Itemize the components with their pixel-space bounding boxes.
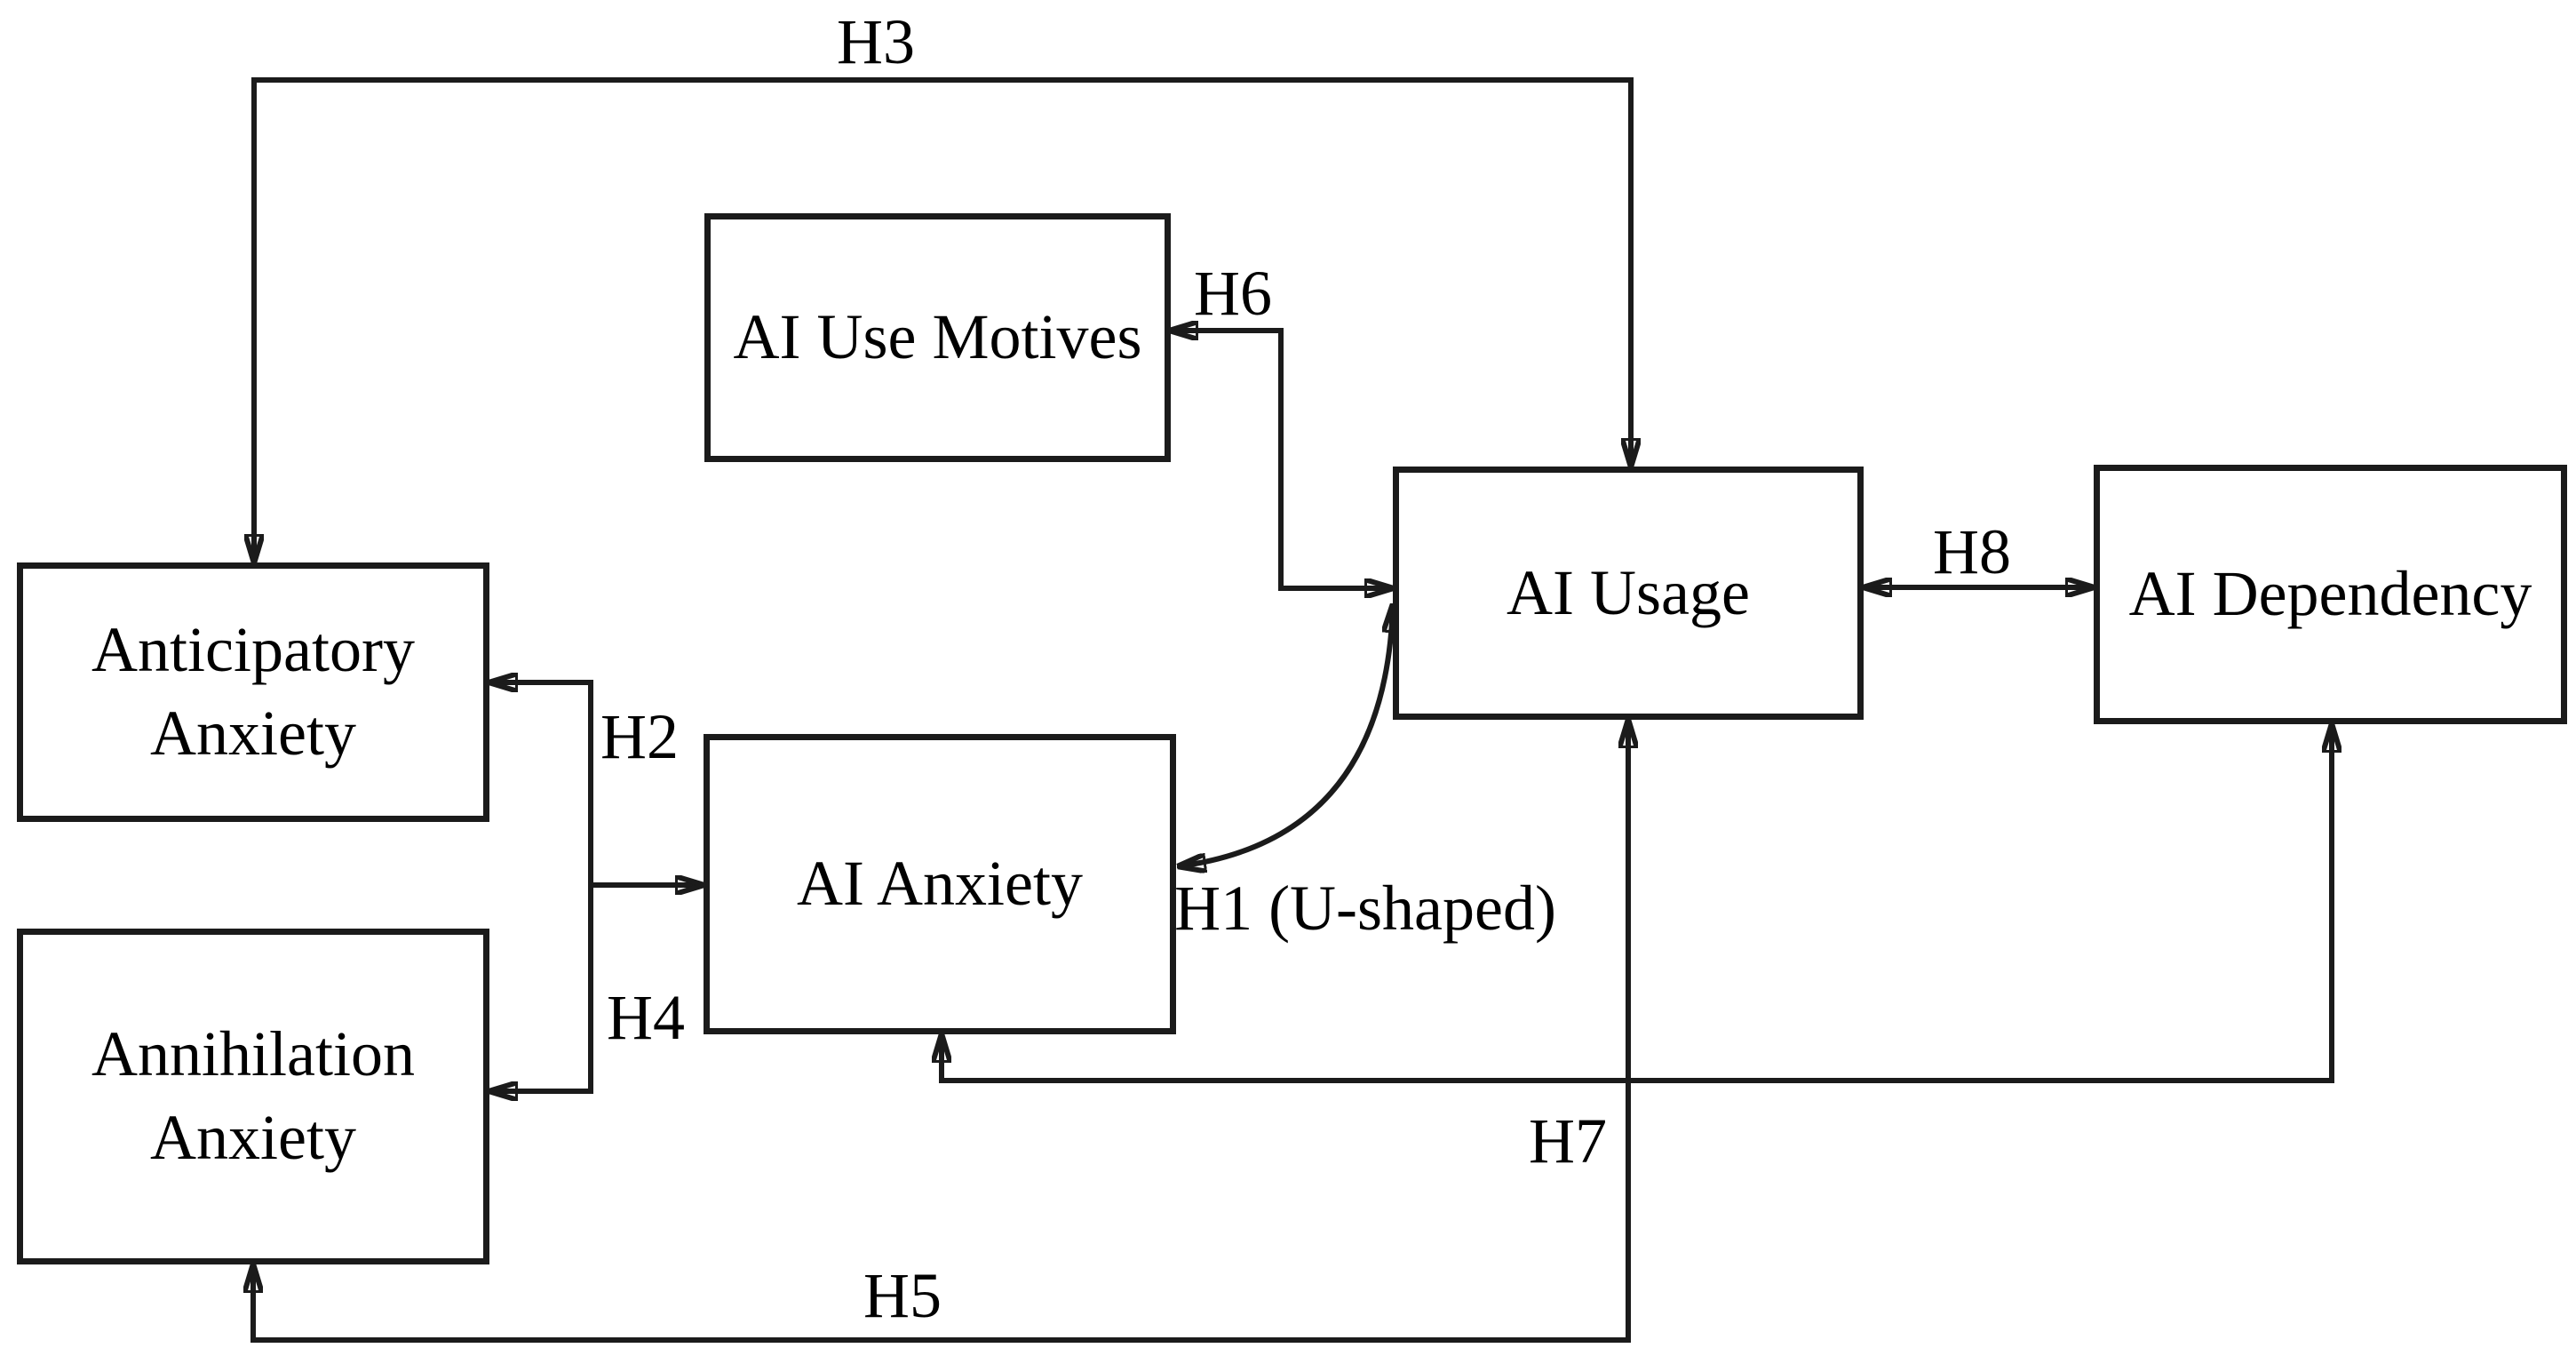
label-h4: H4: [607, 982, 685, 1053]
node-label: AI Usage: [1507, 556, 1750, 628]
label-h3: H3: [837, 6, 915, 77]
node-annihilation-anxiety: Annihilation Anxiety: [17, 929, 489, 1264]
h2-h4-connector: [489, 682, 593, 1091]
h3-arrow: [254, 77, 1631, 562]
h1-curved-arrow: [1178, 604, 1393, 866]
h6-arrow: [1170, 331, 1393, 588]
label-h2: H2: [600, 701, 679, 772]
node-label: AI Anxiety: [797, 848, 1083, 920]
node-ai-usage: AI Usage: [1393, 467, 1864, 720]
node-ai-anxiety: AI Anxiety: [704, 734, 1176, 1034]
h7-arrow: [942, 724, 2332, 1083]
label-h7: H7: [1529, 1105, 1607, 1177]
node-label: Annihilation Anxiety: [91, 1018, 415, 1173]
node-ai-use-motives: AI Use Motives: [704, 213, 1171, 462]
node-anticipatory-anxiety: Anticipatory Anxiety: [17, 562, 489, 822]
label-h8: H8: [1933, 516, 2011, 587]
node-label: AI Use Motives: [733, 301, 1142, 373]
label-h1-u-shaped: H1 (U-shaped): [1174, 873, 1556, 944]
node-label: Anticipatory Anxiety: [91, 614, 415, 769]
node-ai-dependency: AI Dependency: [2094, 465, 2567, 724]
node-label: AI Dependency: [2128, 558, 2532, 630]
label-h6: H6: [1194, 258, 1272, 329]
label-h5: H5: [863, 1260, 942, 1331]
